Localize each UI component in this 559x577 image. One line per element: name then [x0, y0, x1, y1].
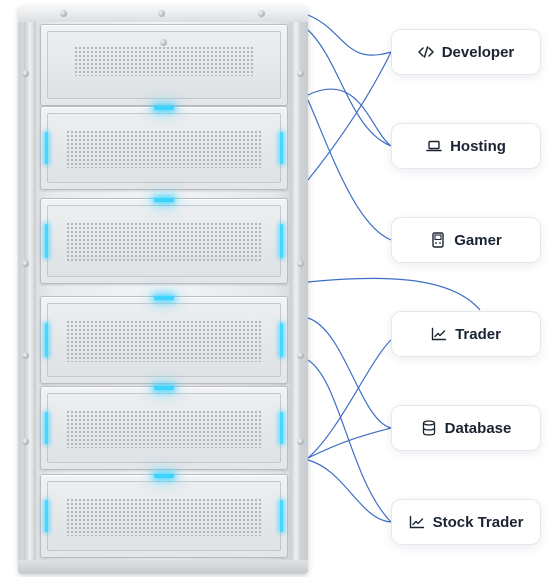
card-database[interactable]: Database	[391, 405, 541, 451]
laptop-icon	[426, 138, 442, 154]
unit-panel	[47, 303, 281, 377]
vent-grille	[66, 130, 262, 168]
status-led-icon	[154, 386, 174, 390]
bolt-icon	[297, 352, 304, 359]
card-label: Hosting	[450, 138, 506, 155]
status-led-icon	[154, 296, 174, 300]
status-led-icon	[280, 323, 283, 357]
unit-panel	[47, 393, 281, 463]
card-trader[interactable]: Trader	[391, 311, 541, 357]
card-hosting[interactable]: Hosting	[391, 123, 541, 169]
status-led-icon	[280, 224, 283, 258]
bolt-icon	[22, 70, 29, 77]
bolt-icon	[258, 10, 265, 17]
connector-line	[308, 278, 480, 310]
status-led-icon	[280, 412, 283, 445]
card-stock-trader[interactable]: Stock Trader	[391, 499, 541, 545]
card-label: Stock Trader	[433, 514, 524, 531]
status-led-icon	[280, 500, 283, 533]
bolt-icon	[297, 70, 304, 77]
bolt-icon	[22, 260, 29, 267]
connector-line	[308, 89, 391, 146]
rack-unit-top	[40, 24, 288, 106]
bolt-icon	[60, 10, 67, 17]
vent-grille	[74, 46, 254, 76]
rack-unit	[40, 198, 288, 284]
rack-unit	[40, 106, 288, 190]
vent-grille	[66, 410, 262, 448]
rack-rail-left	[24, 22, 36, 562]
server-rack	[18, 6, 308, 574]
gameboy-icon	[430, 232, 446, 248]
status-led-icon	[45, 500, 48, 533]
rack-unit	[40, 386, 288, 470]
status-led-icon	[45, 132, 48, 165]
rack-unit	[40, 474, 288, 558]
status-led-icon	[154, 106, 174, 110]
connector-line	[308, 15, 391, 55]
lock-icon	[160, 39, 167, 46]
card-label: Developer	[442, 44, 515, 61]
card-label: Trader	[455, 326, 501, 343]
bolt-icon	[22, 438, 29, 445]
unit-panel	[47, 481, 281, 551]
unit-panel	[47, 205, 281, 277]
status-led-icon	[154, 198, 174, 202]
trend-chart-icon	[431, 326, 447, 342]
rack-bottom-panel	[18, 560, 308, 574]
bolt-icon	[22, 352, 29, 359]
bolt-icon	[297, 438, 304, 445]
status-led-icon	[154, 474, 174, 478]
rack-rail-right	[290, 22, 302, 562]
vent-grille	[66, 498, 262, 536]
vent-grille	[66, 320, 262, 362]
code-icon	[418, 44, 434, 60]
connector-line	[308, 100, 391, 240]
connector-line	[308, 52, 391, 180]
unit-panel	[47, 113, 281, 183]
database-icon	[421, 420, 437, 436]
connector-line	[308, 460, 391, 522]
bolt-icon	[297, 260, 304, 267]
status-led-icon	[45, 323, 48, 357]
connector-line	[308, 360, 391, 522]
status-led-icon	[280, 132, 283, 165]
rack-unit	[40, 296, 288, 384]
status-led-icon	[45, 224, 48, 258]
bolt-icon	[158, 10, 165, 17]
card-gamer[interactable]: Gamer	[391, 217, 541, 263]
trend-chart-icon	[409, 514, 425, 530]
card-developer[interactable]: Developer	[391, 29, 541, 75]
card-label: Database	[445, 420, 512, 437]
vent-grille	[66, 222, 262, 262]
status-led-icon	[45, 412, 48, 445]
card-label: Gamer	[454, 232, 502, 249]
